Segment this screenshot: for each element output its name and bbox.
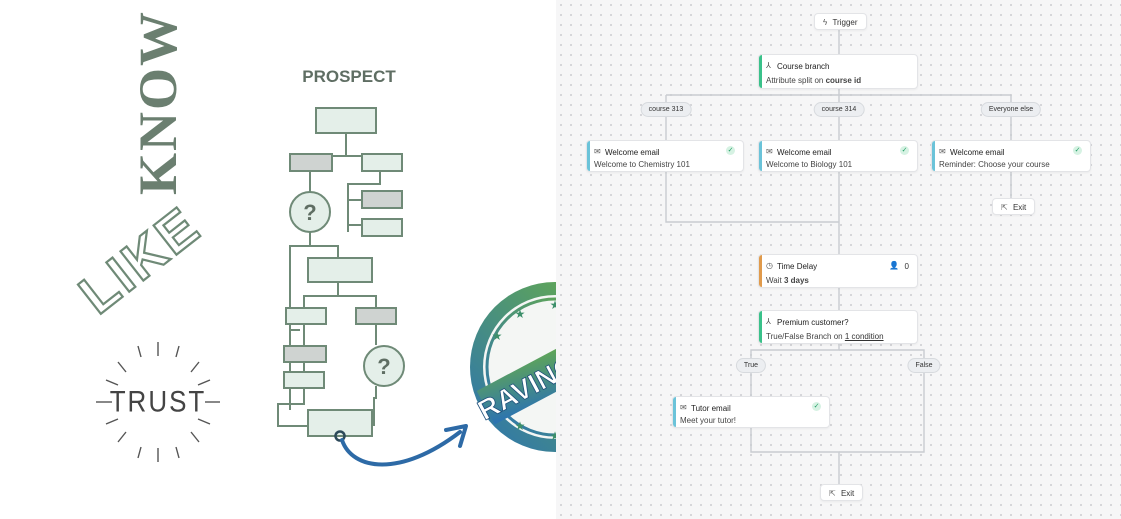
welcome-email-node-1[interactable]: ✉ Welcome email Welcome to Chemistry 101…	[586, 140, 744, 172]
tutor-email-node[interactable]: ✉ Tutor email Meet your tutor! ✓	[672, 396, 830, 428]
workflow-canvas[interactable]: ϟ Trigger ⅄ Course branch Attribute spli…	[556, 0, 1121, 519]
time-delay-count: 0	[904, 262, 909, 271]
exit-icon: ⇱	[829, 489, 836, 498]
clock-icon: ◷	[766, 261, 773, 270]
svg-text:★: ★	[550, 429, 556, 443]
exit-node-bottom[interactable]: ⇱ Exit	[820, 484, 864, 501]
journey-arrow	[334, 424, 468, 467]
branch-pill-false[interactable]: False	[907, 358, 941, 373]
trigger-node[interactable]: ϟ Trigger	[814, 13, 867, 30]
svg-text:★: ★	[550, 298, 556, 312]
person-icon: 👤	[889, 261, 899, 270]
word-know: KNOW	[128, 10, 188, 195]
condition-link[interactable]: 1 condition	[844, 332, 884, 341]
branch-pill-course-313[interactable]: course 313	[640, 102, 692, 117]
svg-text:★: ★	[492, 329, 503, 343]
time-delay-subtitle: Wait 3 days	[766, 276, 809, 285]
svg-text:★: ★	[515, 307, 526, 321]
check-icon: ✓	[1073, 146, 1082, 155]
word-trust: TRUST	[110, 385, 207, 418]
word-like: LIKE	[68, 195, 211, 325]
bolt-icon: ϟ	[823, 18, 828, 27]
branch-icon: ⅄	[766, 61, 771, 70]
premium-branch-subtitle: True/False Branch on 1 condition	[766, 332, 884, 341]
course-branch-title: Course branch	[777, 62, 830, 71]
raving-fan-badge: ★ ★ ★ ★ ★ ★ ★ ★ ★ ★ RAVING FAN	[470, 282, 556, 452]
check-icon: ✓	[900, 146, 909, 155]
trust-burst	[96, 342, 220, 462]
mail-icon: ✉	[939, 147, 946, 156]
exit-node-right[interactable]: ⇱ Exit	[992, 198, 1036, 215]
welcome-email-node-3[interactable]: ✉ Welcome email Reminder: Choose your co…	[931, 140, 1091, 172]
premium-branch-node[interactable]: ⅄ Premium customer? True/False Branch on…	[758, 310, 918, 344]
branch-pill-course-314[interactable]: course 314	[813, 102, 865, 117]
question-mark-2: ?	[377, 354, 390, 379]
course-branch-subtitle: Attribute split on course id	[766, 76, 862, 85]
prospect-title: PROSPECT	[302, 67, 396, 86]
course-branch-node[interactable]: ⅄ Course branch Attribute split on cours…	[758, 54, 918, 89]
branch-pill-true[interactable]: True	[735, 358, 767, 373]
check-icon: ✓	[726, 146, 735, 155]
prospect-flowchart	[277, 107, 405, 437]
customer-journey-illustration: KNOW LIKE TRUS	[0, 0, 556, 519]
branch-pill-everyone-else[interactable]: Everyone else	[980, 102, 1042, 117]
branch-icon: ⅄	[766, 317, 771, 326]
question-mark-1: ?	[303, 200, 316, 225]
illustration-canvas: KNOW LIKE TRUS	[67, 10, 556, 467]
mail-icon: ✉	[766, 147, 773, 156]
check-icon: ✓	[812, 402, 821, 411]
mail-icon: ✉	[594, 147, 601, 156]
trigger-label: Trigger	[832, 18, 858, 27]
svg-text:★: ★	[515, 419, 526, 433]
node-accent	[759, 55, 762, 88]
welcome-email-node-2[interactable]: ✉ Welcome email Welcome to Biology 101 ✓	[758, 140, 918, 172]
time-delay-node[interactable]: ◷ Time Delay 👤 0 Wait 3 days	[758, 254, 918, 288]
mail-icon: ✉	[680, 403, 687, 412]
exit-icon: ⇱	[1001, 203, 1008, 212]
